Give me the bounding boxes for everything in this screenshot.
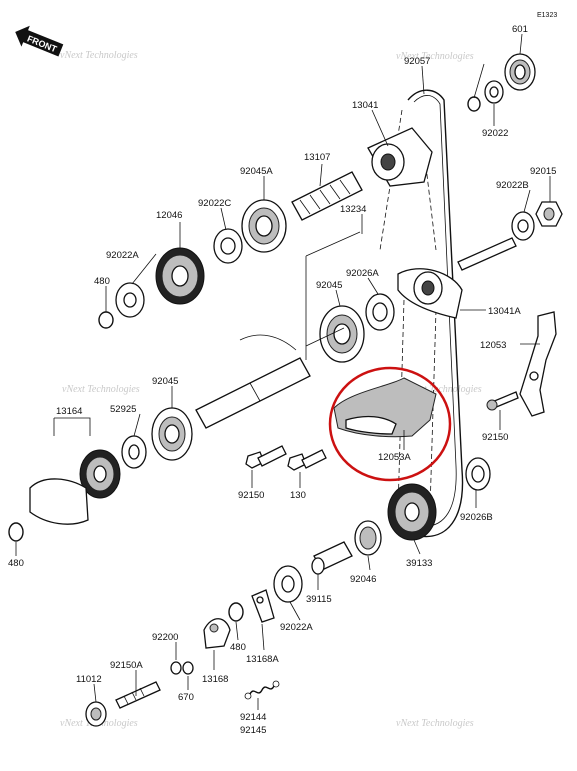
part-label: 92022C [198, 198, 231, 209]
part-label: 13168A [246, 654, 279, 665]
part-label: 13168 [202, 674, 228, 685]
part-label: 39115 [306, 594, 332, 605]
diagram-code: E1323 [537, 12, 557, 19]
part-label: 39133 [406, 558, 432, 569]
part-label: 92022B [496, 180, 529, 191]
washer-52925 [121, 435, 147, 469]
part-label: 13164 [56, 406, 82, 417]
part-label: 92144 [240, 712, 266, 723]
washer-92022C [213, 228, 243, 264]
gear-13164 [29, 449, 121, 525]
leader-lines [15, 33, 551, 710]
bearing-92045-mid [319, 305, 365, 363]
part-label: 92022A [280, 622, 313, 633]
part-label: 480 [8, 558, 24, 569]
main-shaft-13234 [195, 231, 361, 429]
part-label: 92150 [238, 490, 264, 501]
front-arrow-icon: FRONT [15, 25, 64, 57]
watermark: vNext Technologies [396, 718, 474, 729]
part-label: 12053A [378, 452, 411, 463]
arm-12053 [519, 311, 557, 417]
part-label: 92045 [316, 280, 342, 291]
watermark: vNext Technologies [62, 384, 140, 395]
bolt-92150-mid [245, 445, 287, 469]
part-label: 13041A [488, 306, 521, 317]
part-label: 92022A [106, 250, 139, 261]
part-label: 480 [94, 276, 110, 287]
washer-92022A-top [115, 282, 145, 318]
part-label: 52925 [110, 404, 136, 415]
arm-13168 [203, 618, 231, 649]
bearing-92045-left [151, 407, 193, 461]
circlip-480-top [98, 311, 114, 329]
highlight-circle [328, 366, 452, 482]
washer-92022 [484, 80, 504, 104]
splined-shaft-13107 [291, 171, 363, 221]
part-label: 92200 [152, 632, 178, 643]
lever-13041A [397, 268, 463, 319]
collar-92026A [365, 293, 395, 331]
part-label: 92022 [482, 128, 508, 139]
part-label: 12046 [156, 210, 182, 221]
part-label: 12053 [480, 340, 506, 351]
spring-92144 [244, 680, 280, 700]
part-labels: 601 92057 92022 13041 13107 92045A 92022… [8, 24, 556, 736]
part-label: 92026A [346, 268, 379, 279]
part-label: 13107 [304, 152, 330, 163]
washer-670 [182, 661, 194, 675]
part-label: 92045A [240, 166, 273, 177]
part-label: 13041 [352, 100, 378, 111]
bolt-92150-right [486, 391, 519, 411]
part-label: 92045 [152, 376, 178, 387]
watermark: vNext Technologies [404, 384, 482, 395]
part-label: 92150 [482, 432, 508, 443]
bearing-92045A [241, 199, 287, 253]
part-label: 92026B [460, 512, 493, 523]
part-label: 670 [178, 692, 194, 703]
circlip-480-bottom [228, 602, 244, 622]
bolt-130 [287, 449, 327, 471]
washer-92022A-bottom [273, 565, 303, 603]
cam-part-13041 [367, 127, 433, 187]
part-label: 92015 [530, 166, 556, 177]
shaft-39115 [311, 541, 353, 575]
watermark: vNext Technologies [60, 50, 138, 61]
circlip-top [467, 96, 481, 112]
part-label: 480 [230, 642, 246, 653]
washer-92022B [511, 211, 535, 241]
bearing-601 [504, 53, 536, 91]
group-bracket-13164 [53, 417, 91, 436]
part-label: 11012 [76, 674, 102, 685]
cap-11012 [85, 701, 107, 727]
link-13168A [251, 589, 275, 623]
sprocket-39133 [387, 483, 437, 541]
bolt-92150A [115, 681, 161, 709]
watermark: vNext Technologies [396, 51, 474, 62]
circlip-480-left [8, 522, 24, 542]
part-label: 92150A [110, 660, 143, 671]
nut-92015 [535, 201, 563, 227]
gear-12046 [155, 247, 205, 305]
part-label: 130 [290, 490, 306, 501]
part-label: 13234 [340, 204, 366, 215]
part-label: 92145 [240, 725, 266, 736]
needle-bearing-92046 [354, 520, 382, 556]
collar-92026B [465, 457, 491, 491]
part-label: 601 [512, 24, 528, 35]
part-label: 92046 [350, 574, 376, 585]
washer-92200 [170, 661, 182, 675]
shaft-right [457, 237, 517, 271]
bracket-12053A [333, 377, 437, 438]
part-label: 92057 [404, 56, 430, 67]
